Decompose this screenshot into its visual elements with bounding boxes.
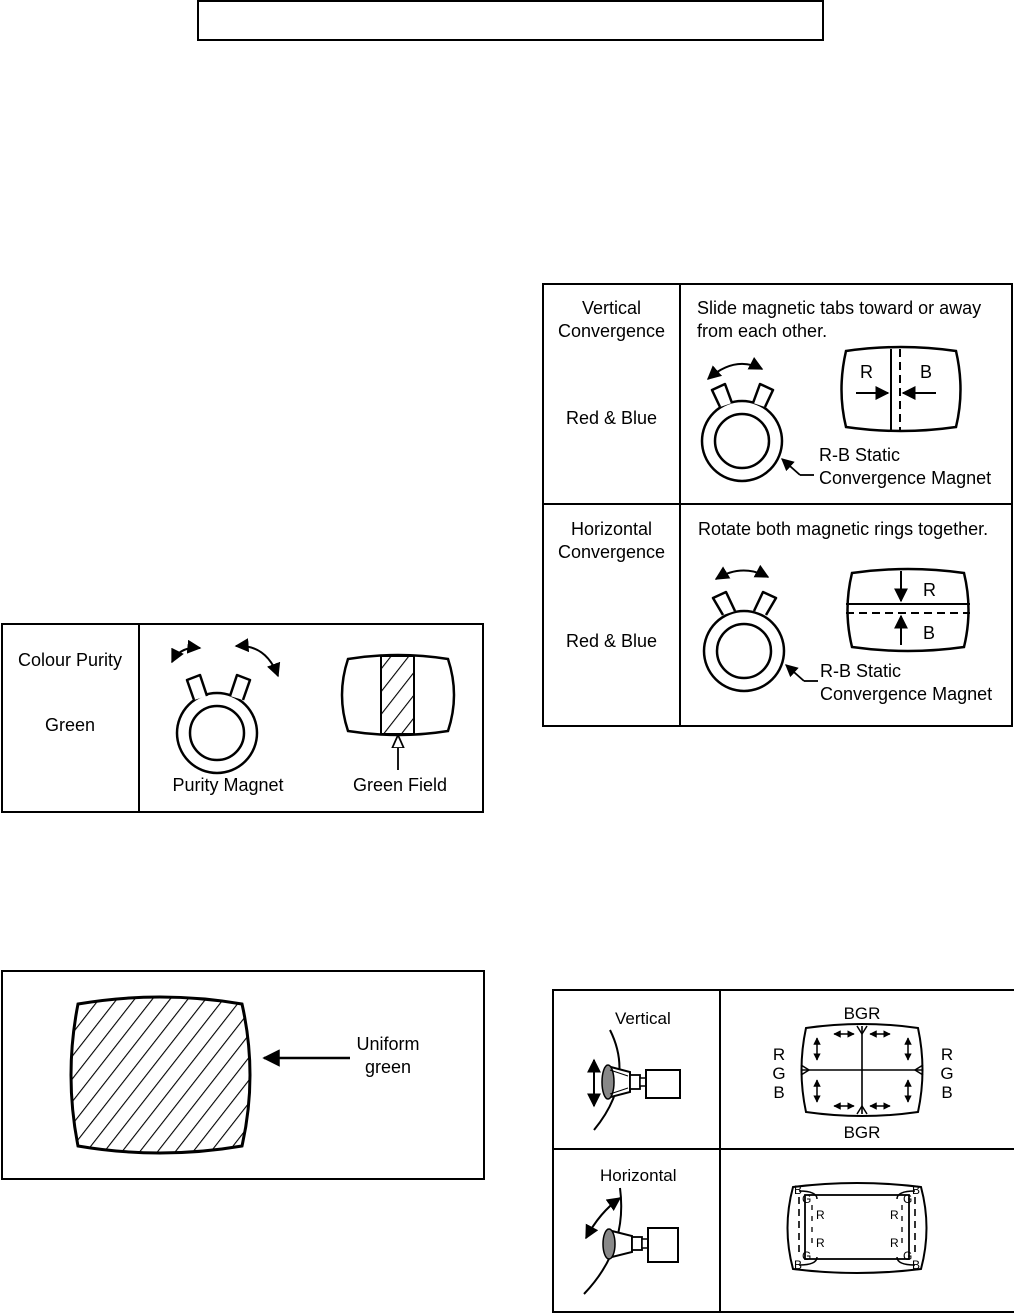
purity-table-divider [138,624,140,812]
dynamic-vertical-screen-icon [800,1023,924,1117]
dyn-h-b-tr: B [912,1183,921,1197]
vertical-screen-r: R [860,362,873,382]
vertical-convergence-title-1: Vertical [581,298,642,318]
horizontal-instruction: Rotate both magnetic rings together. [698,519,989,539]
horizontal-screen-icon [846,567,970,653]
vertical-static-magnet-icon [700,356,814,483]
purity-color: Green [44,715,96,735]
dyn-h-r-br: R [890,1236,899,1250]
dynamic-vertical-top: BGR [843,1004,881,1023]
dynamic-horizontal-screen-icon [786,1182,928,1274]
vertical-convergence-colors: Red & Blue [565,408,658,428]
uniform-green-panel [1,970,485,1180]
dynamic-vertical-left-r: R [772,1045,786,1064]
dyn-h-g-tl: G [802,1192,812,1206]
uniform-green-screen-icon [69,995,350,1155]
dyn-h-g-tr: G [903,1192,913,1206]
dynamic-vertical-right-r: R [940,1045,954,1064]
horizontal-static-magnet-icon [702,564,818,693]
horizontal-screen-r: R [923,580,936,600]
dyn-h-r-bl: R [816,1236,825,1250]
vertical-magnet-label-2: Convergence Magnet [819,468,992,488]
horizontal-convergence-colors: Red & Blue [565,631,658,651]
dyn-h-g-bl: G [802,1249,812,1263]
vertical-convergence-title-2: Convergence [557,321,666,341]
dynamic-vertical-right-g: G [940,1064,954,1083]
dyn-h-b-bl: B [794,1258,803,1272]
dynamic-vertical-left-b: B [773,1083,785,1102]
dyn-h-r-tr: R [890,1208,899,1222]
dyn-h-b-br: B [912,1258,921,1272]
horizontal-magnet-label-2: Convergence Magnet [820,684,993,704]
vertical-instruction-2: from each other. [697,321,828,341]
dynamic-vertical-right-b: B [941,1083,953,1102]
dynamic-table-col-divider [719,990,721,1312]
dynamic-vertical-bottom: BGR [843,1123,881,1142]
purity-title: Colour Purity [17,650,123,670]
static-table-col-divider [679,284,681,726]
dynamic-convergence-table [552,989,1014,1313]
horizontal-convergence-title-2: Convergence [557,542,666,562]
yoke-tilt-horizontal-icon [583,1187,679,1295]
vertical-screen-b: B [920,362,933,382]
static-table-row-divider [543,503,1012,505]
static-convergence-table [542,283,1013,727]
dynamic-vertical-left-g: G [772,1064,786,1083]
dyn-h-g-br: G [903,1249,913,1263]
green-field-label: Green Field [352,775,448,795]
vertical-magnet-label-1: R-B Static [819,445,901,465]
dyn-h-r-tl: R [816,1208,825,1222]
dyn-h-b-tl: B [794,1183,803,1197]
yoke-tilt-vertical-icon [587,1029,681,1131]
dynamic-horizontal-label: Horizontal [600,1166,677,1185]
horizontal-convergence-title-1: Horizontal [570,519,653,539]
header-box [197,0,824,41]
dynamic-vertical-label: Vertical [615,1009,671,1028]
dynamic-table-row-divider [553,1148,1014,1150]
vertical-screen-icon [840,345,962,433]
purity-magnet-icon [171,638,281,775]
uniform-label-line2: green [364,1057,412,1077]
uniform-label-line1: Uniform [356,1034,420,1054]
horizontal-screen-b: B [923,623,936,643]
vertical-instruction-1: Slide magnetic tabs toward or away [697,298,982,318]
purity-table [1,623,484,813]
horizontal-magnet-label-1: R-B Static [820,661,902,681]
purity-magnet-label: Purity Magnet [172,775,284,795]
green-field-screen-icon [340,653,456,770]
